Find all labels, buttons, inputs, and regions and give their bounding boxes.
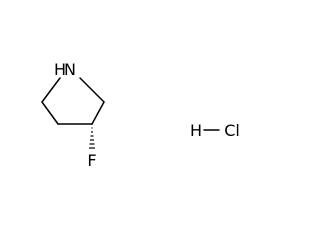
hashed-wedge-bond-c4-f — [89, 127, 95, 149]
atom-label-hydrogen-on-nitrogen: H — [54, 60, 66, 79]
atom-label-nitrogen: N — [64, 60, 76, 79]
bond-c2-c3 — [41, 101, 59, 125]
salt-label-chlorine: Cl — [224, 121, 240, 140]
bond-n-c2 — [41, 77, 61, 103]
atom-label-fluorine: F — [87, 151, 96, 170]
salt-label-hydrogen: H — [190, 121, 202, 140]
structural-formula: H N F H Cl — [41, 60, 240, 170]
bond-c5-n — [79, 77, 105, 103]
bond-c4-c5 — [91, 101, 105, 125]
